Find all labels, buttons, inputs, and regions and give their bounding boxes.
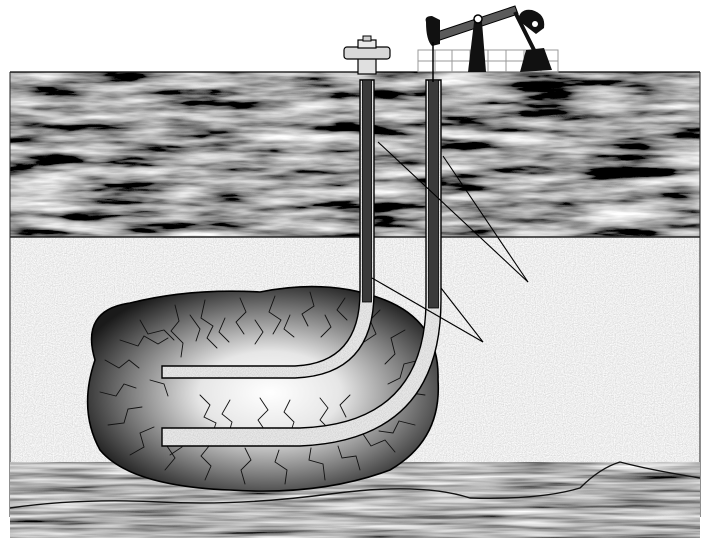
overburden-layer xyxy=(10,72,700,237)
steam-chamber xyxy=(88,287,439,492)
injector-casing xyxy=(363,80,372,302)
surface-equipment xyxy=(344,6,558,82)
pumpjack-icon xyxy=(418,6,558,82)
wellhead-icon xyxy=(344,36,390,74)
